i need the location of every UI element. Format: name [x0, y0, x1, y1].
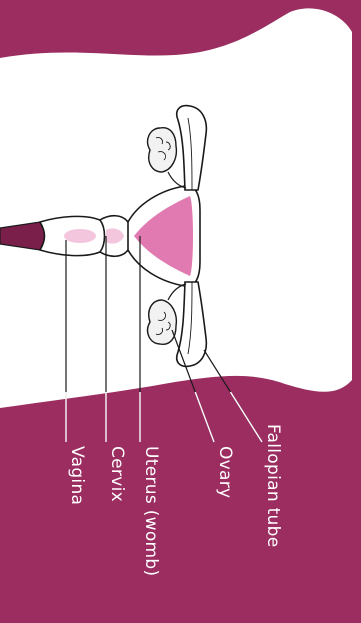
ovary-upper: [148, 128, 177, 172]
label-fallopian-tube: Fallopian tube: [263, 424, 283, 547]
vaginal-opening: [0, 222, 46, 250]
label-uterus: Uterus (womb): [141, 446, 161, 576]
label-cervix: Cervix: [107, 446, 127, 502]
ovary-lower: [148, 300, 177, 344]
vagina-lining: [64, 229, 96, 243]
label-vagina: Vagina: [67, 446, 87, 505]
label-ovary: Ovary: [215, 446, 235, 498]
